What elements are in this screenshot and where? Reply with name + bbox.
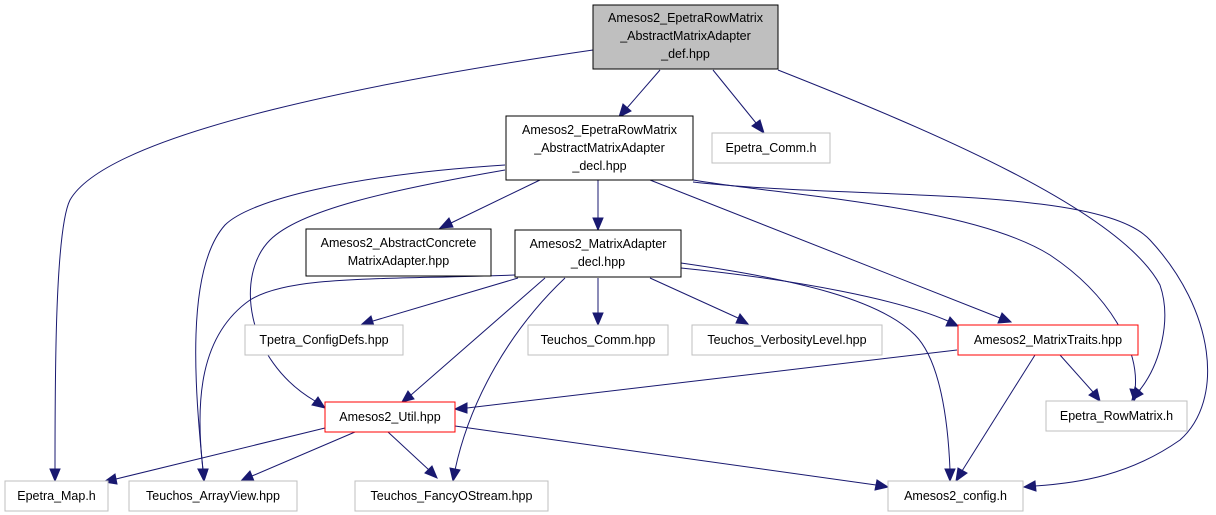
edge-decl-to-config — [692, 181, 1208, 492]
node-amesos2-util-label: Amesos2_Util.hpp — [339, 410, 440, 424]
edge-matrixtraits-to-rowmatrix — [1059, 354, 1101, 402]
edge-matrixadapter-to-arrayview — [197, 274, 516, 483]
node-matrix-traits-label: Amesos2_MatrixTraits.hpp — [974, 333, 1122, 347]
edge-matrixadapter-to-teuchoscomm — [592, 278, 604, 327]
edge-util-to-map — [102, 427, 326, 485]
node-amesos2-util[interactable]: Amesos2_Util.hpp — [324, 401, 456, 433]
node-root-def-hpp[interactable]: Amesos2_EpetraRowMatrix _AbstractMatrixA… — [592, 4, 779, 70]
node-epetra-rowmatrix-label: Epetra_RowMatrix.h — [1060, 409, 1173, 423]
node-root-line-3: _def.hpp — [660, 47, 710, 61]
node-amesos2-config[interactable]: Amesos2_config.h — [887, 480, 1024, 512]
edge-matrixadapter-to-verbosity — [649, 277, 750, 325]
edge-root-to-comm — [712, 69, 765, 135]
node-matrix-adapter-line-2: _decl.hpp — [570, 255, 625, 269]
node-decl-line-2: _AbstractMatrixAdapter — [533, 141, 665, 155]
edge-root-to-map — [49, 49, 594, 483]
node-verbosity-level[interactable]: Teuchos_VerbosityLevel.hpp — [691, 324, 883, 356]
edge-util-to-fancyostream — [387, 431, 438, 479]
node-epetra-rowmatrix[interactable]: Epetra_RowMatrix.h — [1045, 400, 1188, 432]
dependency-edges — [49, 49, 1208, 492]
node-teuchos-fancyostream[interactable]: Teuchos_FancyOStream.hpp — [354, 480, 549, 512]
node-matrix-adapter[interactable]: Amesos2_MatrixAdapter _decl.hpp — [514, 229, 682, 278]
edge-matrixadapter-to-util — [401, 277, 546, 403]
node-root-line-1: Amesos2_EpetraRowMatrix — [608, 11, 764, 25]
edge-decl-to-matrixadapter — [592, 180, 604, 232]
edge-util-to-arrayview — [239, 431, 356, 482]
node-teuchos-comm-label: Teuchos_Comm.hpp — [541, 333, 656, 347]
node-verbosity-level-label: Teuchos_VerbosityLevel.hpp — [707, 333, 866, 347]
edge-decl-to-abstractconcrete — [438, 179, 541, 229]
node-epetra-comm-label: Epetra_Comm.h — [725, 141, 816, 155]
edge-matrixadapter-to-tpetraconfig — [359, 277, 519, 327]
node-tpetra-configdefs-label: Tpetra_ConfigDefs.hpp — [259, 333, 388, 347]
node-tpetra-configdefs[interactable]: Tpetra_ConfigDefs.hpp — [244, 324, 404, 356]
edge-matrixadapter-to-matrixtraits — [680, 267, 960, 327]
node-abstract-concrete-line-2: MatrixAdapter.hpp — [348, 254, 449, 268]
node-decl-line-1: Amesos2_EpetraRowMatrix — [522, 123, 678, 137]
node-teuchos-arrayview-label: Teuchos_ArrayView.hpp — [146, 489, 280, 503]
node-decl-hpp[interactable]: Amesos2_EpetraRowMatrix _AbstractMatrixA… — [505, 115, 694, 181]
edge-decl-to-util — [250, 169, 506, 409]
edge-decl-to-rowmatrix — [692, 179, 1141, 403]
node-abstract-concrete-line-1: Amesos2_AbstractConcrete — [321, 236, 477, 250]
edge-util-to-config — [454, 425, 890, 491]
node-matrix-adapter-line-1: Amesos2_MatrixAdapter — [530, 237, 667, 251]
edge-root-to-decl — [618, 69, 661, 118]
edge-matrixtraits-to-config — [955, 354, 1036, 483]
edge-matrixadapter-to-fancyostream — [449, 277, 566, 483]
node-abstract-concrete[interactable]: Amesos2_AbstractConcrete MatrixAdapter.h… — [305, 228, 492, 277]
edge-matrixadapter-to-config — [680, 262, 956, 483]
node-teuchos-comm[interactable]: Teuchos_Comm.hpp — [527, 324, 669, 356]
node-teuchos-arrayview[interactable]: Teuchos_ArrayView.hpp — [128, 480, 298, 512]
edge-matrixtraits-to-util — [453, 349, 958, 414]
node-root-line-2: _AbstractMatrixAdapter — [619, 29, 751, 43]
node-teuchos-fancyostream-label: Teuchos_FancyOStream.hpp — [371, 489, 533, 503]
node-decl-line-3: _decl.hpp — [571, 159, 626, 173]
node-matrix-traits[interactable]: Amesos2_MatrixTraits.hpp — [957, 324, 1139, 356]
node-epetra-map[interactable]: Epetra_Map.h — [4, 480, 109, 512]
edge-decl-to-matrixtraits — [649, 179, 1013, 324]
node-amesos2-config-label: Amesos2_config.h — [904, 489, 1007, 503]
node-epetra-map-label: Epetra_Map.h — [17, 489, 96, 503]
node-epetra-comm[interactable]: Epetra_Comm.h — [711, 132, 831, 164]
